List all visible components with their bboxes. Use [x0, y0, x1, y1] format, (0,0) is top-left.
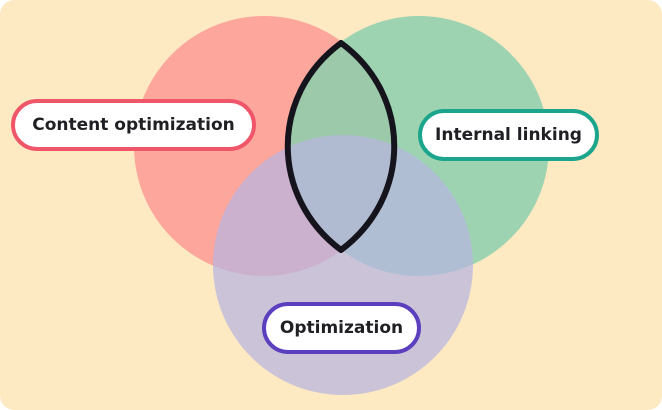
label-content-optimization-text: Content optimization	[32, 115, 235, 135]
intersection-outline	[284, 40, 398, 253]
label-internal-linking-text: Internal linking	[435, 125, 582, 145]
label-content-optimization: Content optimization	[11, 99, 256, 151]
label-internal-linking: Internal linking	[418, 109, 599, 161]
circle-optimization	[213, 135, 473, 395]
label-optimization-text: Optimization	[279, 318, 404, 338]
label-optimization: Optimization	[262, 302, 421, 354]
